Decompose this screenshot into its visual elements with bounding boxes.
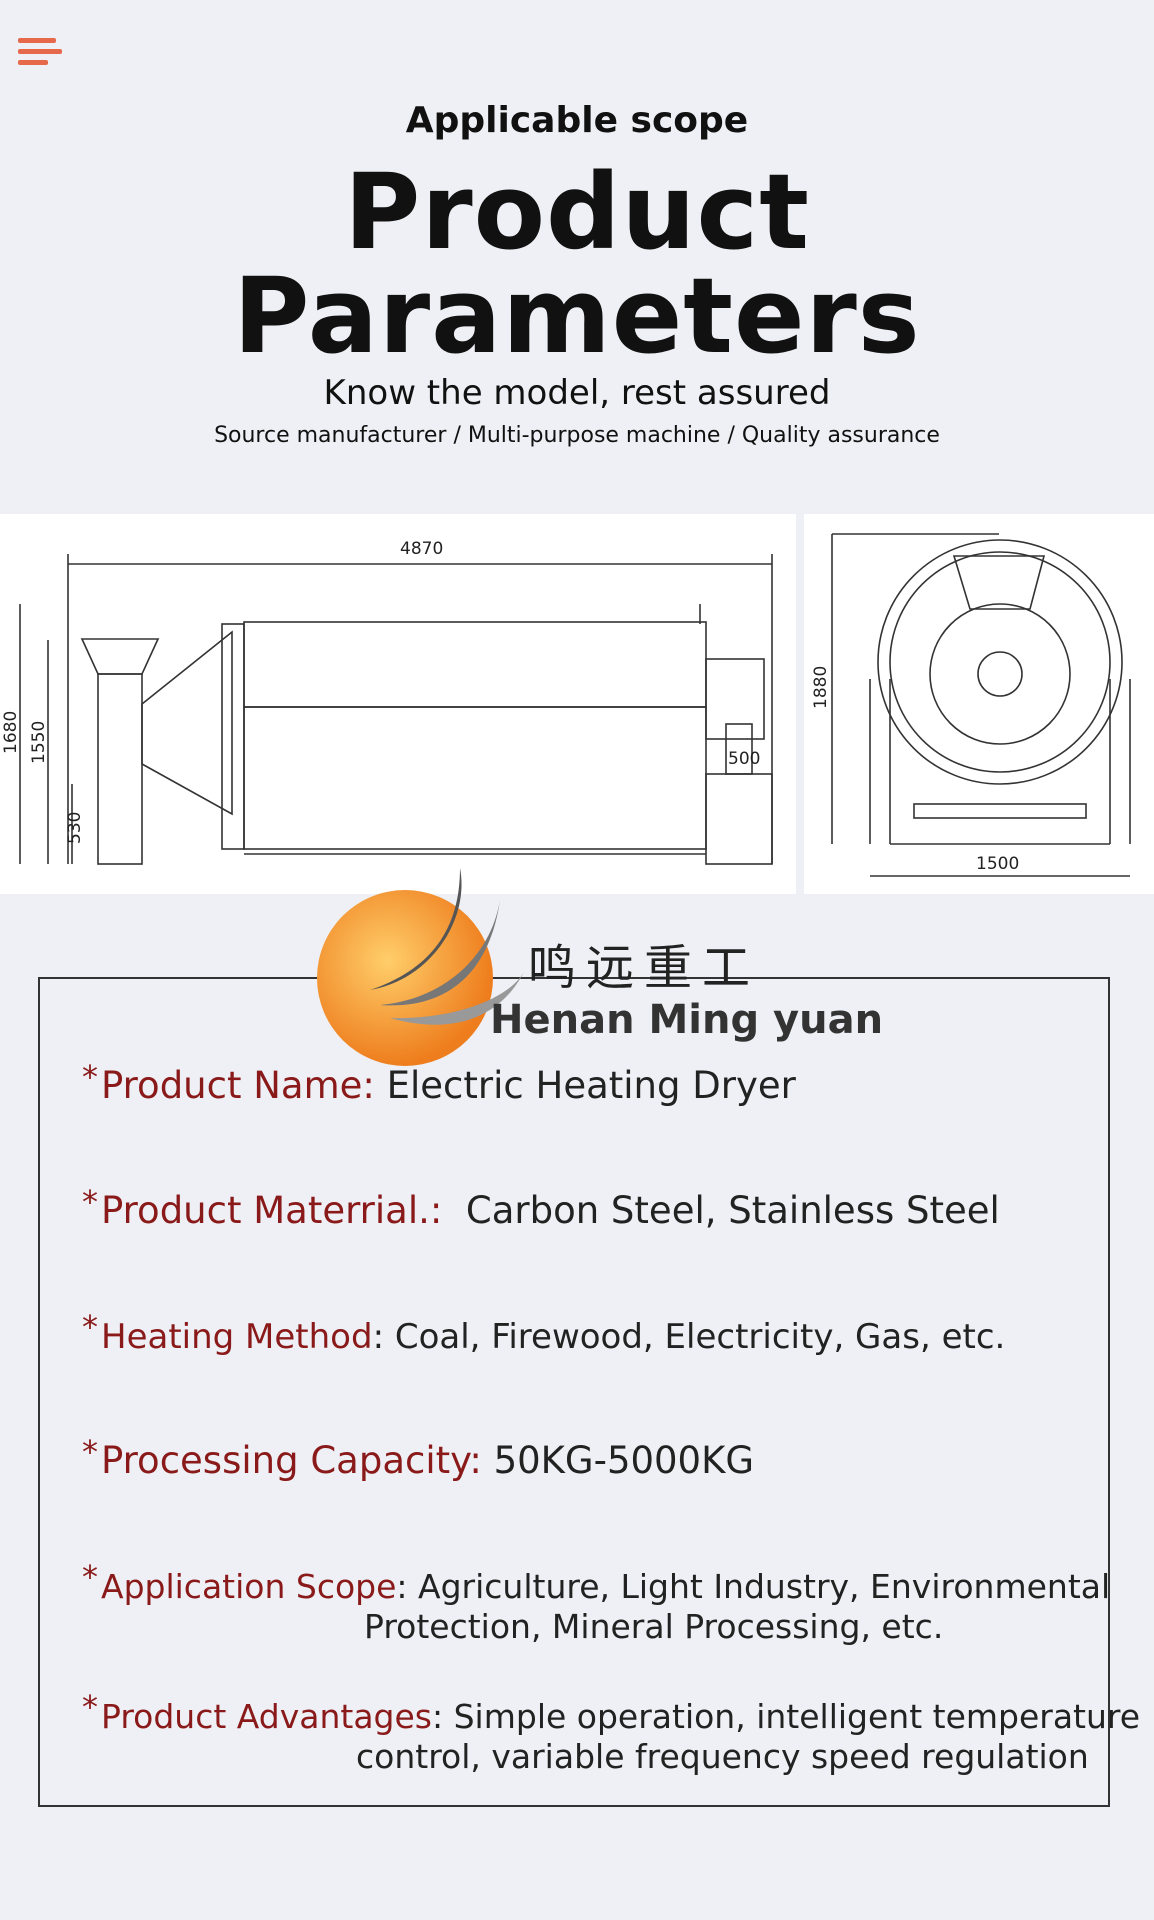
required-star: * bbox=[82, 1688, 98, 1726]
tagline: Know the model, rest assured bbox=[323, 373, 831, 413]
dim-height-inner: 1550 bbox=[29, 721, 49, 764]
param-label: Product Name: bbox=[101, 1064, 375, 1107]
brand-name-en: Henan Ming yuan bbox=[490, 997, 884, 1043]
param-application-scope: *Application Scope: Agriculture, Light I… bbox=[82, 1557, 1110, 1647]
required-star: * bbox=[82, 1058, 98, 1096]
page-title-line1: Product bbox=[344, 151, 810, 273]
menu-bar bbox=[18, 38, 56, 43]
param-value: 50KG-5000KG bbox=[481, 1439, 755, 1482]
param-value-continued: Protection, Mineral Processing, etc. bbox=[364, 1607, 944, 1646]
dim-side-height: 1880 bbox=[811, 666, 831, 709]
required-star: * bbox=[82, 1308, 98, 1346]
param-value-continued: control, variable frequency speed regula… bbox=[356, 1737, 1089, 1776]
required-star: * bbox=[82, 1558, 98, 1596]
hamburger-menu-icon[interactable] bbox=[18, 38, 62, 70]
dim-length: 4870 bbox=[400, 539, 443, 559]
param-label: Application Scope bbox=[101, 1567, 397, 1606]
dim-height-low: 530 bbox=[65, 812, 85, 844]
param-label: Product Materrial.: bbox=[101, 1189, 443, 1232]
menu-bar bbox=[18, 60, 48, 65]
param-label: Product Advantages bbox=[101, 1697, 432, 1736]
page-title: Product Parameters bbox=[0, 160, 1154, 368]
dim-side-width: 1500 bbox=[976, 854, 1019, 874]
param-value: : Simple operation, intelligent temperat… bbox=[432, 1697, 1141, 1736]
param-value: : Coal, Firewood, Electricity, Gas, etc. bbox=[372, 1317, 1006, 1357]
page-title-line2: Parameters bbox=[233, 255, 921, 377]
param-heating-method: *Heating Method: Coal, Firewood, Electri… bbox=[82, 1307, 1005, 1357]
brand-name-cn: 鸣远重工 bbox=[528, 940, 761, 996]
front-view-drawing: 4870 1680 1550 530 500 bbox=[0, 514, 796, 894]
param-product-name: *Product Name: Electric Heating Dryer bbox=[82, 1057, 796, 1106]
outlet-label: 500 bbox=[728, 749, 760, 769]
param-label: Processing Capacity: bbox=[101, 1439, 482, 1482]
subline: Source manufacturer / Multi-purpose mach… bbox=[214, 423, 940, 448]
dim-height-outer: 1680 bbox=[1, 711, 21, 754]
section-kicker: Applicable scope bbox=[405, 100, 749, 141]
required-star: * bbox=[82, 1183, 98, 1221]
param-product-material: *Product Materrial.: Carbon Steel, Stain… bbox=[82, 1182, 1000, 1231]
param-value: : Agriculture, Light Industry, Environme… bbox=[396, 1567, 1111, 1606]
parameters-box bbox=[38, 977, 1110, 1807]
param-value: Carbon Steel, Stainless Steel bbox=[442, 1189, 1000, 1232]
menu-bar bbox=[18, 49, 62, 54]
side-view-drawing: 1880 1500 bbox=[804, 514, 1154, 894]
company-logo-icon bbox=[317, 868, 525, 1066]
param-product-advantages: *Product Advantages: Simple operation, i… bbox=[82, 1687, 1140, 1777]
required-star: * bbox=[82, 1433, 98, 1471]
param-label: Heating Method bbox=[101, 1317, 373, 1357]
param-processing-capacity: *Processing Capacity: 50KG-5000KG bbox=[82, 1432, 754, 1481]
param-value: Electric Heating Dryer bbox=[386, 1064, 796, 1107]
